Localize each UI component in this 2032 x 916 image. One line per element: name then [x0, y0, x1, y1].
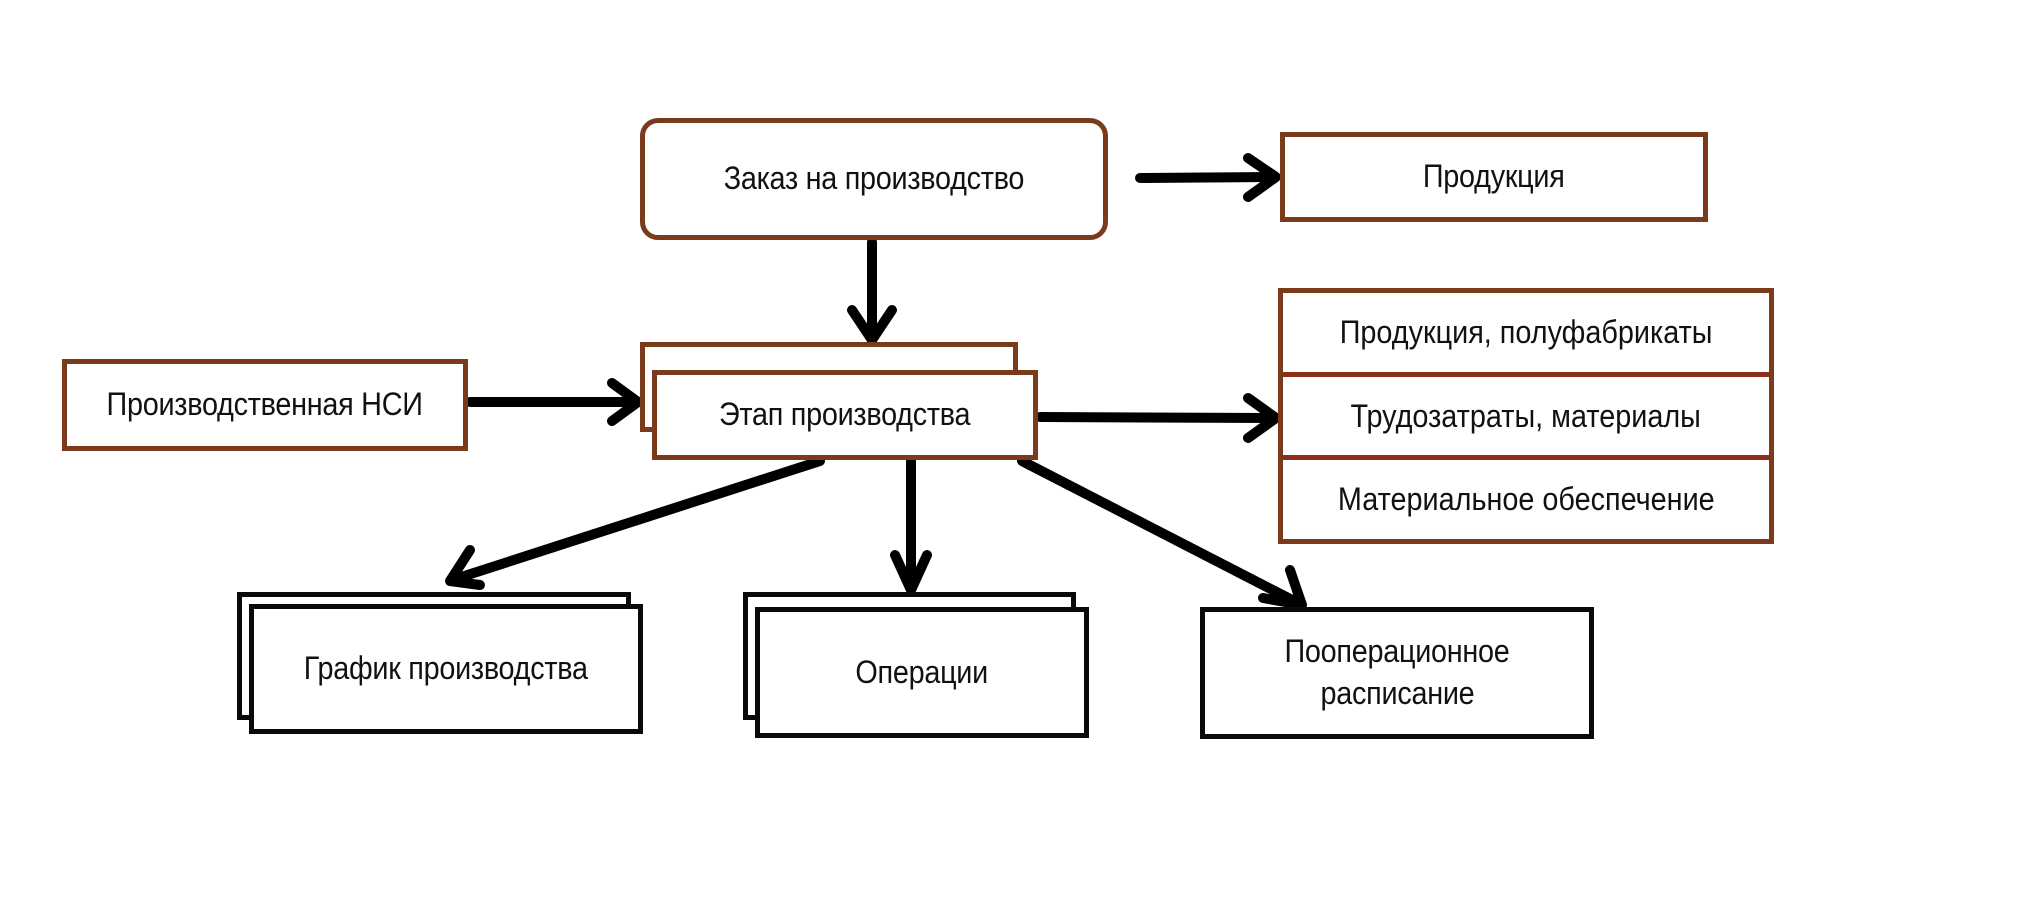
master-data-node: Производственная НСИ	[62, 359, 468, 451]
arrow-stage-to-op-schedule	[1017, 456, 1307, 610]
product-label: Продукция	[1423, 158, 1565, 195]
stage-label: Этап производства	[719, 396, 971, 433]
outputs-row-label: Материальное обеспечение	[1337, 481, 1715, 518]
outputs-row: Трудозатраты, материалы	[1283, 377, 1769, 461]
outputs-row: Материальное обеспечение	[1283, 460, 1769, 539]
arrow-order-to-product	[1135, 153, 1281, 202]
op-schedule-label-line1: Пооперационное	[1284, 633, 1510, 670]
arrow-stage-to-schedule	[445, 456, 825, 590]
outputs-row-label: Продукция, полуфабрикаты	[1339, 313, 1713, 350]
op-schedule-label-line2: расписание	[1320, 675, 1474, 711]
outputs-node: Продукция, полуфабрикаты Трудозатраты, м…	[1278, 288, 1774, 544]
order-label: Заказ на производство	[723, 160, 1025, 197]
outputs-row: Продукция, полуфабрикаты	[1283, 293, 1769, 377]
op-schedule-node: Пооперационное расписание	[1200, 607, 1594, 739]
schedule-label: График производства	[304, 650, 588, 687]
arrow-master-data-to-stage	[465, 378, 643, 426]
operations-label: Операции	[855, 653, 989, 690]
schedule-node: График производства	[249, 604, 643, 734]
arrow-order-to-stage	[847, 237, 897, 345]
stage-node: Этап производства	[652, 370, 1038, 460]
arrow-stage-to-operations	[890, 456, 932, 595]
master-data-label: Производственная НСИ	[106, 386, 424, 423]
operations-node: Операции	[755, 607, 1089, 738]
arrow-stage-to-outputs	[1035, 393, 1281, 443]
order-node: Заказ на производство	[640, 118, 1108, 240]
product-node: Продукция	[1280, 132, 1708, 222]
outputs-row-label: Трудозатраты, материалы	[1350, 397, 1702, 434]
